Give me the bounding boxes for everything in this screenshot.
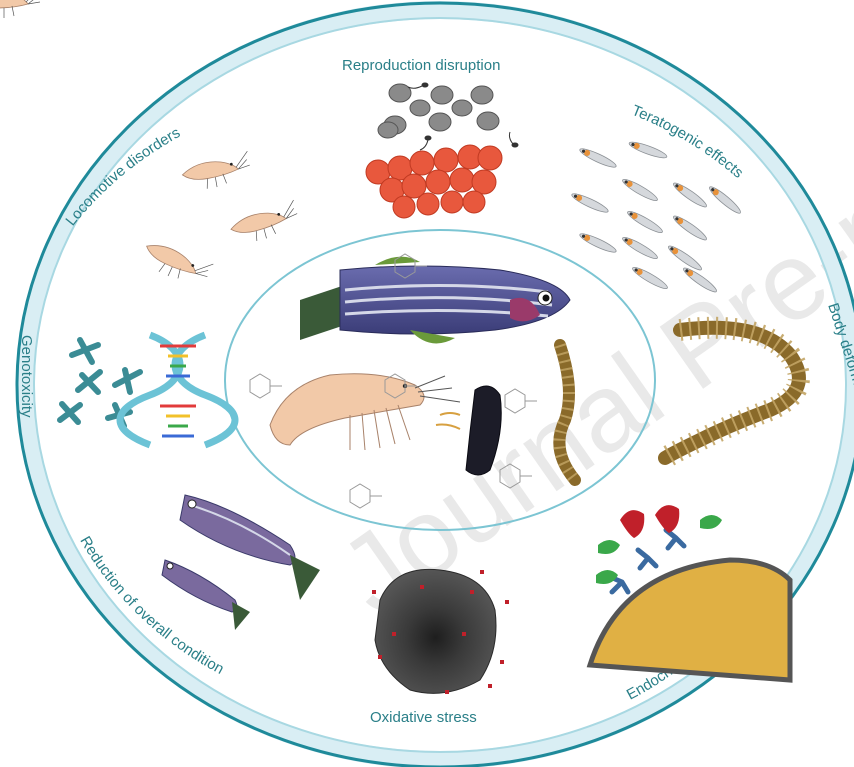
label-genotoxicity: Genotoxicity: [18, 335, 35, 418]
small-shrimps-group: [139, 151, 301, 291]
zebrafish-small-icon: [162, 560, 250, 630]
egg-cells-icon: [366, 84, 502, 218]
dna-helix-icon: [120, 335, 235, 445]
label-oxidative-stress: Oxidative stress: [370, 709, 477, 726]
zebrafish-icon: [300, 257, 570, 344]
label-reproduction-disruption: Reproduction disruption: [342, 57, 500, 74]
sperm-icon: [408, 83, 518, 150]
cell-membrane-icon: [590, 560, 790, 680]
chromosome-icon: [60, 340, 140, 426]
shrimp-icon: [270, 374, 460, 450]
cell-icon: [375, 569, 496, 693]
small-shrimp-icon: [0, 0, 40, 18]
